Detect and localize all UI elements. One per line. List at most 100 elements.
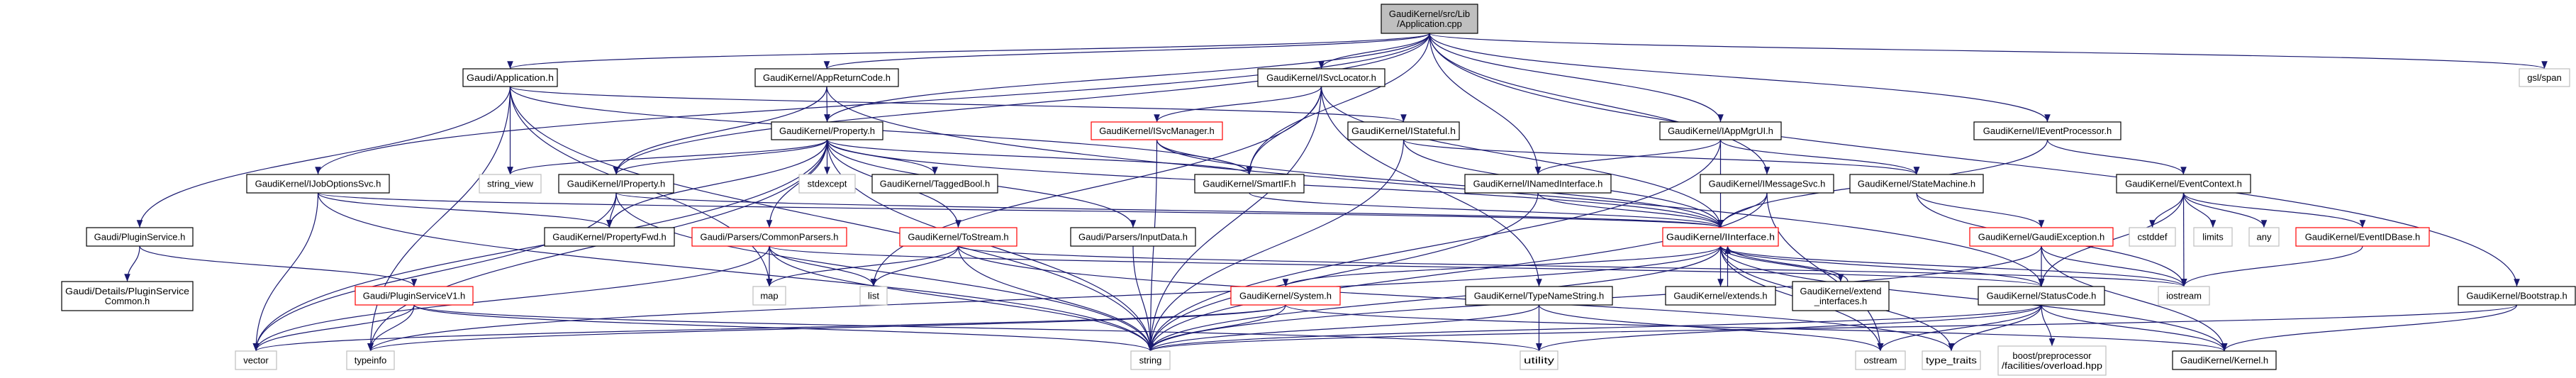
node-box[interactable] [2158,286,2210,306]
node-box[interactable] [2519,68,2570,87]
node-box[interactable] [479,174,542,194]
node-box[interactable] [1969,227,2114,247]
node-cstddef[interactable]: cstddef [2129,227,2176,247]
node-box[interactable] [1792,281,1890,311]
node-smartif[interactable]: GaudiKernel/SmartIF.h [1194,174,1305,194]
node-any[interactable]: any [2248,227,2280,247]
node-box[interactable] [544,227,675,247]
node-ostream[interactable]: ostream [1855,350,1906,370]
node-string[interactable]: string [1130,350,1171,370]
node-box[interactable] [798,174,856,194]
node-typeinfo[interactable]: typeinfo [346,350,395,370]
node-app[interactable]: Gaudi/Application.h [462,68,558,87]
node-box[interactable] [61,281,194,311]
node-map[interactable]: map [752,286,786,306]
node-box[interactable] [1194,174,1305,194]
node-system[interactable]: GaudiKernel/System.h [1230,286,1341,306]
node-box[interactable] [1659,121,1782,140]
node-box[interactable] [1662,227,1779,247]
node-box[interactable] [1978,286,2105,306]
node-stdexcept[interactable]: stdexcept [798,174,856,194]
node-box[interactable] [1347,121,1460,140]
node-statemachine[interactable]: GaudiKernel/StateMachine.h [1849,174,1984,194]
node-isvcloc[interactable]: GaudiKernel/ISvcLocator.h [1257,68,1385,87]
node-box[interactable] [1070,227,1196,247]
node-inputdata[interactable]: Gaudi/Parsers/InputData.h [1070,227,1196,247]
node-box[interactable] [1381,4,1478,34]
node-gslspan[interactable]: gsl/span [2519,68,2570,87]
node-box[interactable] [1973,121,2121,140]
node-box[interactable] [1230,286,1341,306]
node-typenamestr[interactable]: GaudiKernel/TypeNameString.h [1465,286,1613,306]
node-box[interactable] [355,286,474,306]
node-box[interactable] [1997,345,2107,376]
node-box[interactable] [86,227,194,247]
node-box[interactable] [2129,227,2176,247]
node-statuscode[interactable]: GaudiKernel/StatusCode.h [1978,286,2105,306]
node-isvcmgr[interactable]: GaudiKernel/ISvcManager.h [1091,121,1223,140]
node-extendif[interactable]: GaudiKernel/extend_interfaces.h [1792,281,1890,311]
node-box[interactable] [1130,350,1171,370]
node-vector[interactable]: vector [235,350,277,370]
node-box[interactable] [752,286,786,306]
node-box[interactable] [754,68,899,87]
node-box[interactable] [899,227,1017,247]
node-gaudiexc[interactable]: GaudiKernel/GaudiException.h [1969,227,2114,247]
node-evtidbase[interactable]: GaudiKernel/EventIDBase.h [2295,227,2430,247]
node-property[interactable]: GaudiKernel/Property.h [771,121,883,140]
node-box[interactable] [1922,350,1981,370]
node-box[interactable] [346,350,395,370]
node-appret[interactable]: GaudiKernel/AppReturnCode.h [754,68,899,87]
node-iappmgr[interactable]: GaudiKernel/IAppMgrUI.h [1659,121,1782,140]
node-iostream[interactable]: iostream [2158,286,2210,306]
node-utility[interactable]: utility [1520,350,1559,370]
node-box[interactable] [771,121,883,140]
node-ievtproc[interactable]: GaudiKernel/IEventProcessor.h [1973,121,2121,140]
node-box[interactable] [2116,174,2251,194]
node-root[interactable]: GaudiKernel/src/Lib/Application.cpp [1381,4,1478,34]
node-kernel[interactable]: GaudiKernel/Kernel.h [2172,350,2277,370]
node-box[interactable] [859,286,888,306]
node-iproperty[interactable]: GaudiKernel/IProperty.h [558,174,674,194]
node-box[interactable] [1257,68,1385,87]
node-pluginsvc[interactable]: Gaudi/PluginService.h [86,227,194,247]
node-ijobopt[interactable]: GaudiKernel/IJobOptionsSvc.h [246,174,390,194]
node-list[interactable]: list [859,286,888,306]
node-box[interactable] [2295,227,2430,247]
node-imsgsvc[interactable]: GaudiKernel/IMessageSvc.h [1700,174,1834,194]
node-box[interactable] [2248,227,2280,247]
node-boostoverload[interactable]: boost/preprocessor/facilities/overload.h… [1997,345,2107,376]
node-tostream[interactable]: GaudiKernel/ToStream.h [899,227,1017,247]
node-taggedbool[interactable]: GaudiKernel/TaggedBool.h [871,174,998,194]
node-istateful[interactable]: GaudiKernel/IStateful.h [1347,121,1460,140]
node-box[interactable] [1464,174,1612,194]
node-box[interactable] [462,68,558,87]
node-evtctx[interactable]: GaudiKernel/EventContext.h [2116,174,2251,194]
node-box[interactable] [1520,350,1559,370]
node-box[interactable] [871,174,998,194]
node-stringview[interactable]: string_view [479,174,542,194]
node-box[interactable] [2458,286,2576,306]
node-inamed[interactable]: GaudiKernel/INamedInterface.h [1464,174,1612,194]
node-box[interactable] [1665,286,1776,306]
node-bootstrap[interactable]: GaudiKernel/Bootstrap.h [2458,286,2576,306]
node-extends[interactable]: GaudiKernel/extends.h [1665,286,1776,306]
node-commonparsers[interactable]: Gaudi/Parsers/CommonParsers.h [691,227,847,247]
node-box[interactable] [246,174,390,194]
node-limits[interactable]: limits [2193,227,2233,247]
node-typetraits[interactable]: type_traits [1922,350,1981,370]
node-box[interactable] [558,174,674,194]
node-box[interactable] [1091,121,1223,140]
node-box[interactable] [1465,286,1613,306]
node-iinterface[interactable]: GaudiKernel/IInterface.h [1662,227,1779,247]
node-box[interactable] [1849,174,1984,194]
node-box[interactable] [1855,350,1906,370]
node-psv1[interactable]: Gaudi/PluginServiceV1.h [355,286,474,306]
node-box[interactable] [235,350,277,370]
node-box[interactable] [691,227,847,247]
node-box[interactable] [2193,227,2233,247]
node-box[interactable] [2172,350,2277,370]
node-box[interactable] [1700,174,1834,194]
node-propfwd[interactable]: GaudiKernel/PropertyFwd.h [544,227,675,247]
